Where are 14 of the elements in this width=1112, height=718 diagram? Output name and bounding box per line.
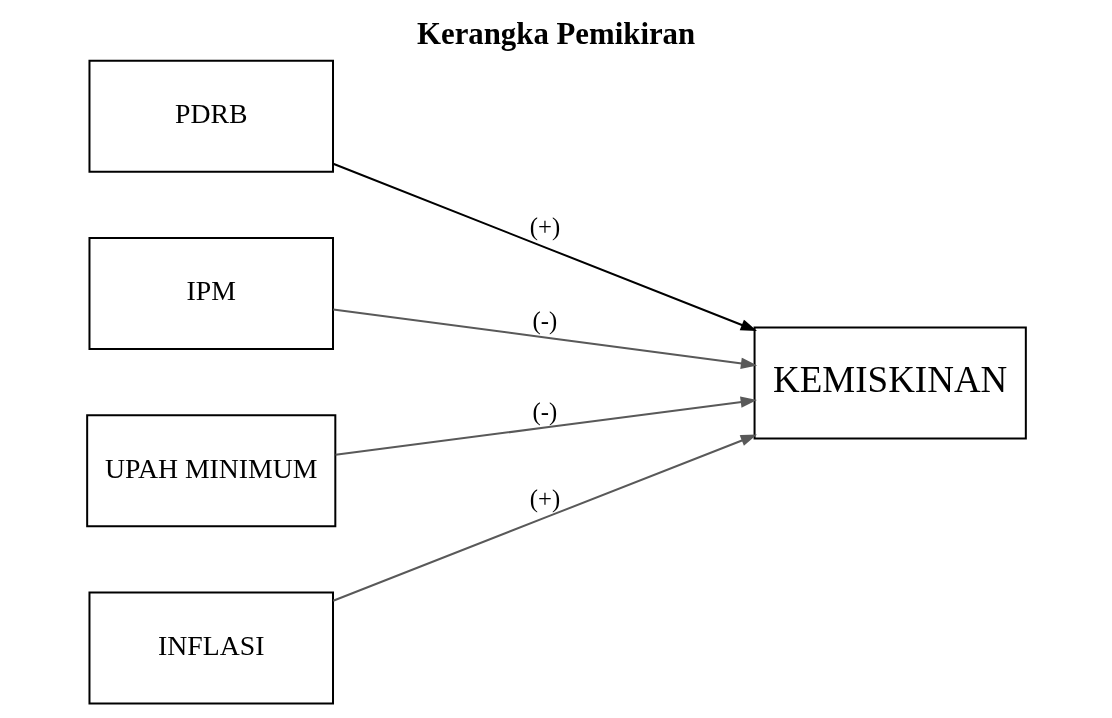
edge-label: (-) bbox=[532, 397, 557, 425]
arrow bbox=[331, 308, 757, 370]
node-box: KEMISKINAN bbox=[753, 326, 1027, 440]
arrow bbox=[331, 162, 757, 331]
edge-label: (+) bbox=[529, 212, 560, 240]
arrow bbox=[334, 396, 757, 456]
edge-label: (+) bbox=[529, 485, 560, 513]
node-box: INFLASI bbox=[88, 591, 334, 705]
arrow bbox=[331, 434, 757, 602]
diagram-title: Kerangka Pemikiran bbox=[416, 16, 695, 51]
node-box: PDRB bbox=[88, 59, 334, 173]
node-box: UPAH MINIMUM bbox=[85, 414, 336, 528]
edge-label: (-) bbox=[532, 306, 557, 334]
node-box: IPM bbox=[88, 237, 334, 350]
